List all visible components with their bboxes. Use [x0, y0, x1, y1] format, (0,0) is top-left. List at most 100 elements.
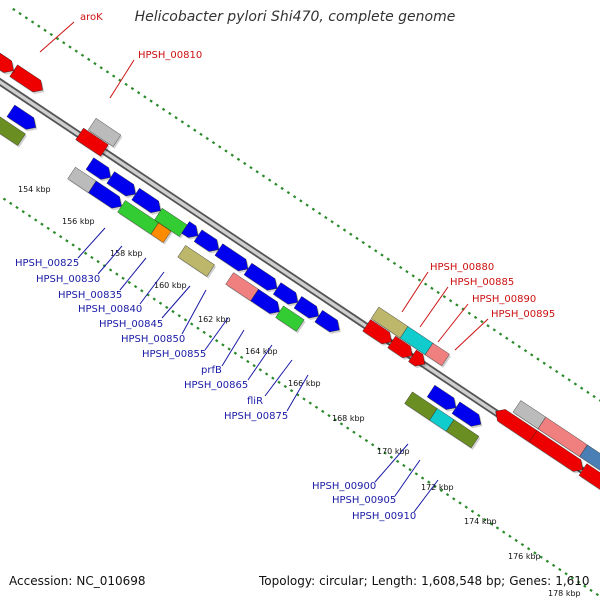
gene-arrow: [362, 319, 392, 345]
tick-mark: [130, 86, 135, 91]
tick-mark: [486, 324, 490, 328]
tick-mark: [352, 430, 356, 434]
tick-mark: [586, 390, 590, 394]
tick-mark: [62, 41, 66, 45]
tick-mark: [186, 124, 191, 128]
gene-arrow: [193, 229, 220, 252]
tick-mark: [168, 111, 172, 116]
tick-mark: [158, 301, 163, 305]
gene-arrow: [75, 127, 109, 157]
callout-line: [139, 271, 165, 305]
tick-mark: [545, 559, 550, 563]
tick-mark: [140, 289, 144, 293]
tick-mark: [408, 468, 412, 472]
tick-mark: [193, 128, 197, 132]
callout-line: [264, 359, 293, 397]
tick-mark: [402, 463, 406, 468]
tick-mark: [37, 24, 41, 28]
tick-mark: [386, 257, 390, 261]
tick-mark: [355, 236, 359, 241]
tick-label: 176 kbp: [508, 552, 541, 561]
callout-line: [119, 257, 147, 291]
label-hpsh-00875: HPSH_00875: [224, 411, 288, 422]
tick-mark: [561, 374, 565, 378]
tick-mark: [361, 240, 365, 245]
tick-mark: [27, 214, 32, 218]
gene-arrow: [9, 64, 43, 93]
tick-mark: [2, 197, 7, 201]
label-hpsh-00855: HPSH_00855: [142, 349, 206, 360]
tick-mark: [24, 16, 29, 20]
label-arok: aroK: [80, 12, 103, 23]
tick-mark: [214, 339, 219, 343]
tick-mark: [420, 476, 425, 480]
tick-label: 154 kbp: [18, 185, 51, 194]
tick-mark: [40, 222, 44, 226]
tick-mark: [399, 265, 403, 270]
tick-mark: [308, 401, 312, 405]
tick-mark: [283, 384, 288, 389]
gene-arrow: [408, 349, 426, 367]
tick-mark: [411, 274, 415, 278]
label-hpsh-00910: HPSH_00910: [352, 511, 416, 522]
tick-mark: [246, 359, 250, 364]
tick-mark: [127, 280, 132, 285]
tick-mark: [517, 344, 521, 349]
callout-line: [437, 303, 469, 343]
map-title: Helicobacter pylori Shi470, complete gen…: [134, 9, 456, 25]
tick-mark: [358, 434, 362, 439]
tick-mark: [121, 276, 125, 280]
tick-mark: [221, 343, 225, 347]
tick-mark: [436, 290, 440, 295]
label-hpsh-00885: HPSH_00885: [450, 277, 514, 288]
tick-mark: [311, 207, 316, 211]
label-hpsh-00835: HPSH_00835: [58, 290, 122, 301]
tick-label: 164 kbp: [245, 347, 278, 356]
tick-mark: [583, 584, 587, 588]
gene-arrow: [250, 288, 280, 314]
tick-mark: [292, 195, 297, 199]
tick-label: 178 kbp: [548, 589, 581, 598]
tick-mark: [90, 255, 94, 260]
tick-mark: [52, 230, 57, 235]
tick-mark: [336, 224, 341, 228]
label-hpsh-00900: HPSH_00900: [312, 481, 376, 492]
callout-line: [161, 285, 191, 319]
tick-mark: [255, 170, 259, 174]
tick-mark: [190, 322, 194, 326]
gene-arrow: [214, 243, 249, 272]
callout-line: [454, 318, 489, 351]
tick-mark: [68, 45, 72, 49]
tick-mark: [514, 538, 518, 543]
tick-mark: [224, 149, 228, 153]
callout-line: [221, 329, 245, 367]
gene-arrow: [243, 262, 278, 291]
gene-arrow: [314, 310, 340, 333]
tick-mark: [299, 199, 303, 203]
label-hpsh-00825: HPSH_00825: [15, 258, 79, 269]
tick-mark: [243, 161, 247, 166]
tick-mark: [96, 259, 100, 264]
tick-label: 166 kbp: [288, 379, 321, 388]
tick-mark: [452, 497, 456, 501]
tick-mark: [183, 318, 188, 322]
callout-line: [77, 227, 106, 259]
tick-mark: [551, 563, 556, 568]
tick-mark: [239, 355, 244, 359]
gene-arrow: [85, 157, 111, 180]
tick-mark: [143, 95, 147, 99]
tick-mark: [508, 534, 512, 538]
tick-mark: [271, 376, 275, 380]
tick-mark: [161, 107, 166, 112]
tick-mark: [205, 136, 209, 141]
tick-mark: [467, 311, 472, 315]
accession-value: NC_010698: [76, 574, 146, 588]
tick-mark: [249, 165, 253, 170]
tick-mark: [55, 36, 60, 41]
label-hpsh-00890: HPSH_00890: [472, 294, 536, 305]
tick-mark: [417, 278, 422, 282]
tick-mark: [58, 235, 63, 239]
gene-arrow: [0, 52, 14, 73]
tick-mark: [558, 567, 562, 572]
tick-mark: [414, 472, 419, 476]
